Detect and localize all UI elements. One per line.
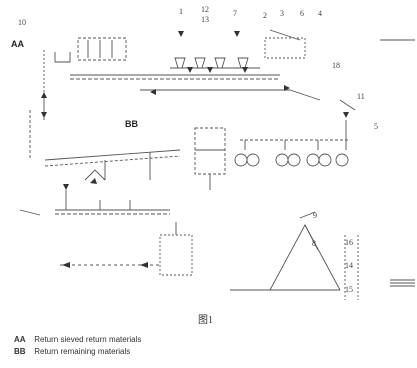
part-number-15: 15	[345, 285, 353, 294]
storage-bin	[77, 37, 127, 61]
arrow-down-icon	[242, 67, 248, 73]
legend-text: Return sieved return materials	[34, 335, 142, 344]
marker-aa: AA	[11, 39, 24, 49]
arrow-down-icon	[234, 31, 240, 37]
arrow-right-icon	[284, 85, 290, 91]
legend-text: Return remaining materials	[34, 347, 131, 356]
part-number-12: 12	[201, 5, 209, 14]
middle-conveyor-incline	[289, 89, 321, 101]
figure-caption: 图1	[198, 314, 213, 326]
weigh-hopper	[237, 57, 249, 69]
part-number-7: 7	[233, 9, 237, 18]
mixing-unit	[194, 127, 226, 175]
left-hopper	[54, 52, 71, 63]
part-number-16: 16	[345, 238, 353, 247]
part-number-2: 2	[263, 11, 267, 20]
part-number-13: 13	[201, 15, 209, 24]
part-number-1: 1	[179, 7, 183, 16]
arrow-down-icon	[343, 112, 349, 118]
weigh-hopper	[214, 57, 226, 69]
part-number-14: 14	[345, 261, 353, 270]
leader-line	[269, 29, 301, 41]
part-number-5: 5	[374, 122, 378, 131]
leader-line	[339, 99, 356, 111]
arrow-down-icon	[207, 67, 213, 73]
motor-7	[335, 153, 349, 167]
part-number-6: 6	[300, 9, 304, 18]
legend-key: BB	[14, 347, 26, 356]
motor-5	[306, 153, 320, 167]
part-number-18: 18	[332, 61, 340, 70]
motor-1	[234, 153, 248, 167]
part-number-11: 11	[357, 92, 365, 101]
arrow-left-icon	[150, 89, 156, 95]
arrow-down-icon	[41, 112, 47, 118]
process-flow-diagram: 10 1 12 13 7 2 3 6 4 18 11 5 9 8 16 14 1…	[11, 5, 415, 326]
part-number-8: 8	[312, 239, 316, 248]
motor-6	[318, 153, 332, 167]
legend-entry-bb: BB Return remaining materials	[14, 347, 130, 356]
motor-4	[287, 153, 301, 167]
stacker-boom	[304, 224, 319, 251]
arrow-left-icon	[140, 262, 148, 268]
legend-entry-aa: AA Return sieved return materials	[14, 335, 141, 344]
weigh-hopper	[194, 57, 206, 69]
marker-bb: BB	[125, 119, 138, 129]
motor-2	[246, 153, 260, 167]
part-number-9: 9	[313, 211, 317, 220]
screen-deck	[44, 149, 181, 161]
arrow-down-icon	[178, 31, 184, 37]
arrow-icon	[90, 178, 97, 184]
motor-3	[275, 153, 289, 167]
part-number-3: 3	[280, 9, 284, 18]
feeder-unit	[264, 37, 306, 59]
arrow-down-icon	[63, 184, 69, 190]
leader-line	[299, 211, 316, 219]
arrow-down-icon	[187, 67, 193, 73]
arrow-left-icon	[62, 262, 70, 268]
part-number-10: 10	[18, 18, 26, 27]
stacker-frame	[269, 224, 341, 291]
legend-key: AA	[14, 335, 26, 344]
crusher-unit	[159, 234, 193, 276]
arrow-up-icon	[41, 92, 47, 98]
screen-deck-lower	[44, 155, 181, 167]
leader-line	[19, 209, 41, 216]
weigh-hopper	[174, 57, 186, 69]
screen-frame	[84, 169, 106, 181]
part-number-4: 4	[318, 9, 322, 18]
